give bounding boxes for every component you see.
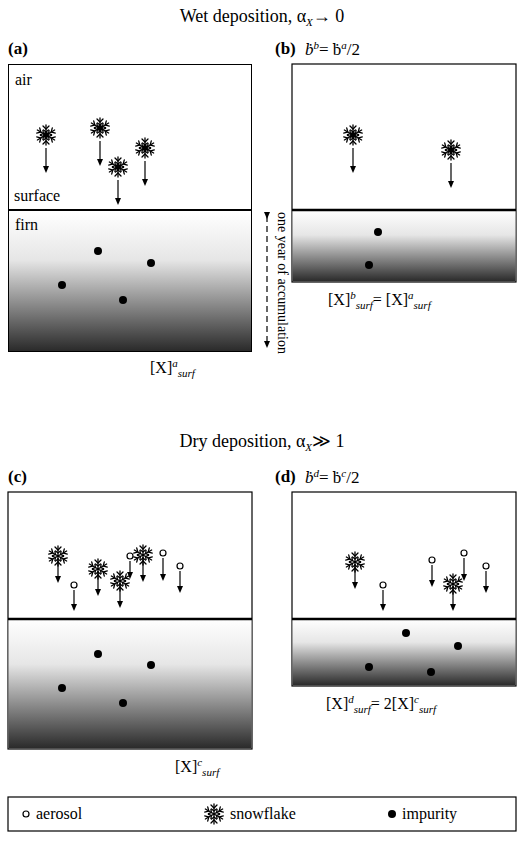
text-part: /2 [347,40,360,59]
panel-letter: (d) [275,468,296,485]
text-part: [X] [328,291,350,308]
text-part: (a) [8,39,28,58]
text-part: ≫ 1 [312,431,345,451]
region-label: firn [15,216,38,234]
impurities [58,228,462,707]
text-part: → 0 [313,6,345,26]
concentration: [X]bsurf= [X]asurf [328,290,431,311]
legend-box [8,797,516,831]
text-part: c [197,756,202,768]
text-part: a [408,289,414,301]
text-part: Dry deposition, α [179,431,305,451]
text-part: c [414,693,419,705]
text-part: = ḃ [319,40,341,59]
panel-letter: (a) [8,40,28,57]
text-part: X [306,16,313,28]
text-part: (c) [8,467,27,486]
concentration: [X]asurf [150,358,195,379]
text-part: = 2[X] [371,695,414,712]
text-part: [X] [175,758,197,775]
legend-text: impurity [402,805,457,823]
text-part: = ḃ [319,468,341,487]
text-part: d [348,693,354,705]
text-part: [X] [326,695,348,712]
legend-text: aerosol [36,805,82,823]
accumulation-label: one year of accumulation [274,212,290,354]
firn-region: firn [8,210,252,352]
text-part: surf [414,299,431,311]
text-part: (b) [275,39,296,58]
heading: Wet deposition, αX→ 0 [180,7,345,28]
formula: ḃb= ḃa/2 [305,40,360,58]
text-part: surf [178,367,195,379]
text-part: surf [419,703,436,715]
legend-text: snowflake [230,805,296,823]
heading: Dry deposition, αX≫ 1 [179,432,344,453]
text-part: ḃ [305,40,314,59]
text-part: ḃ [305,468,314,487]
snowflakes [36,118,463,608]
text-part: c [341,467,346,479]
region-label: surface [14,187,60,205]
panel-letter: (b) [275,40,296,57]
concentration: [X]csurf [175,757,219,778]
text-part: surf [202,766,219,778]
text-part: a [341,39,347,51]
formula: ḃd= ḃc/2 [305,468,359,486]
text-part: surf [354,703,371,715]
text-part: b [314,39,320,51]
text-part: surf [356,299,373,311]
text-part: d [314,467,320,479]
air-region: air surface [8,64,252,211]
text-part: /2 [346,468,359,487]
panel-letter: (c) [8,468,27,485]
text-part: = [X] [373,291,408,308]
region-label: air [15,71,32,89]
concentration: [X]dsurf= 2[X]csurf [326,694,436,715]
text-part: Wet deposition, α [180,6,306,26]
text-part: (d) [275,467,296,486]
text-part: b [350,289,356,301]
text-part: X [305,441,312,453]
aerosols [71,550,489,608]
text-part: a [172,357,178,369]
text-part: [X] [150,359,172,376]
